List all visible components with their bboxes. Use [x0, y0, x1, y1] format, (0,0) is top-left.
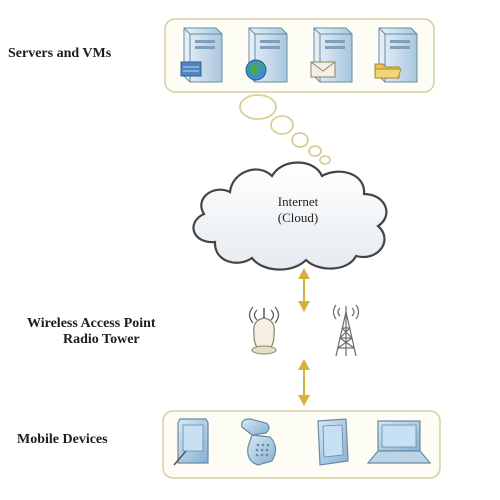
- internet-cloud: [192, 161, 388, 271]
- pda-icon: [173, 418, 209, 466]
- tablet-icon: [317, 418, 349, 466]
- wireless-access-point-icon: [248, 306, 280, 355]
- cloud-label-line2: (Cloud): [278, 210, 318, 225]
- laptop-icon: [366, 420, 432, 464]
- double-arrow-cloud-access: [298, 268, 310, 312]
- server-mail-icon: [310, 27, 353, 83]
- server-storage-icon: [180, 27, 223, 83]
- radio-tower-icon: [332, 304, 360, 357]
- server-folder-icon: [374, 27, 418, 83]
- server-globe-icon: [245, 27, 288, 83]
- cloud-label-line1: Internet: [278, 194, 319, 209]
- double-arrow-access-mobile: [298, 359, 310, 406]
- mobile-devices-label: Mobile Devices: [17, 432, 108, 447]
- servers-frame: [164, 18, 435, 93]
- access-label-line2: Radio Tower: [63, 332, 140, 347]
- servers-label: Servers and VMs: [8, 46, 112, 61]
- flip-phone-icon: [241, 418, 277, 466]
- access-label-line1: Wireless Access Point: [27, 316, 156, 331]
- thought-bubbles: [239, 94, 331, 165]
